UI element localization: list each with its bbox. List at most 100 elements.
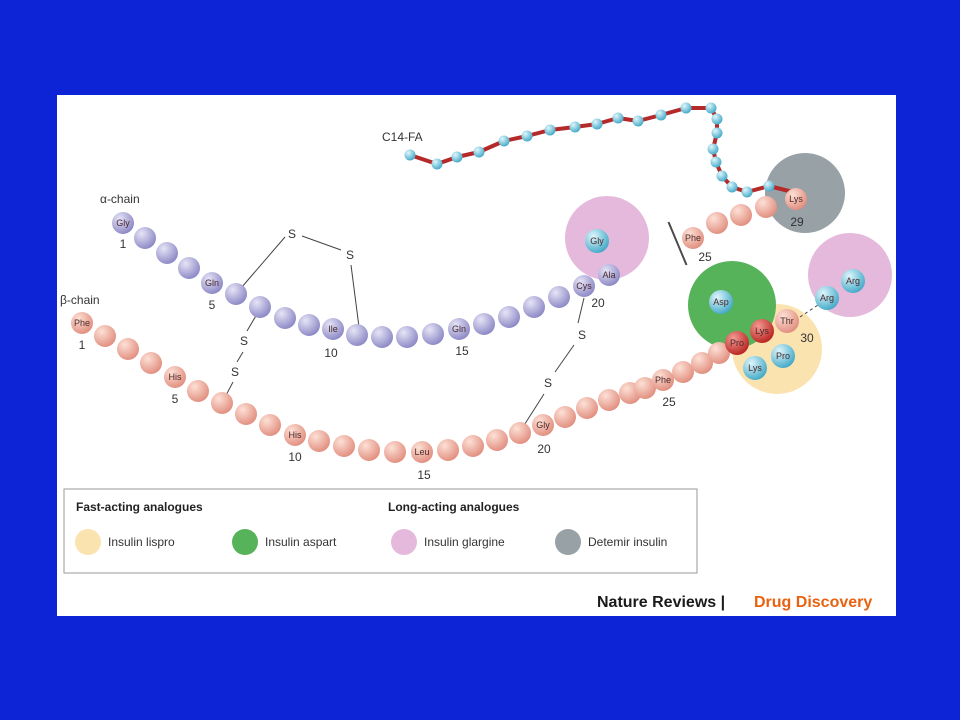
disulfide-s-label: S	[240, 334, 248, 348]
residue-label: Ile	[328, 324, 338, 334]
alpha-bead	[274, 307, 296, 329]
beta-bead	[437, 439, 459, 461]
fatty-acid-bead	[741, 186, 753, 198]
residue-his-b10	[284, 424, 306, 446]
chain-break-marker	[667, 221, 687, 266]
residue-phe-25	[682, 227, 704, 249]
residue-label: Phe	[685, 233, 701, 243]
residue-number: 10	[324, 346, 338, 360]
publisher-credit: Nature Reviews | Drug Discovery	[597, 594, 872, 611]
alpha-chain-label: α-chain	[100, 192, 140, 206]
disulfide-s-label: S	[346, 248, 354, 262]
residue-lys-b29	[750, 319, 774, 343]
residue-gly-glargine	[585, 229, 609, 253]
residue-cys-a20	[573, 275, 595, 297]
beta-bead	[462, 435, 484, 457]
legend-item-aspart: Insulin aspart	[265, 535, 337, 549]
residue-label: Leu	[414, 447, 429, 457]
disulfide-s-label: S	[544, 376, 552, 390]
residue-asp-aspart	[709, 290, 733, 314]
beta-bead	[554, 406, 576, 428]
fatty-acid-bead	[544, 124, 556, 136]
fatty-acid-bead	[711, 113, 723, 125]
credit-publisher: Nature Reviews |	[597, 594, 725, 611]
residue-label: Gly	[536, 420, 550, 430]
residue-label: Cys	[576, 281, 592, 291]
residue-arg-glargine-2	[841, 269, 865, 293]
alpha-bead	[225, 283, 247, 305]
legend-swatch-glargine	[391, 529, 417, 555]
residue-gln-a5	[201, 272, 223, 294]
beta-bead	[672, 361, 694, 383]
residue-label: Gln	[205, 278, 219, 288]
fatty-acid-bead	[404, 149, 416, 161]
beta-c-terminus-analogues: Pro Lys Thr 30 Asp Lys Pro Arg Arg	[709, 269, 865, 380]
alpha-bead	[473, 313, 495, 335]
beta-bead	[235, 403, 257, 425]
residue-number: 20	[591, 296, 605, 310]
alpha-chain: α-chain Gly 1 Gln 5 Ile 10 Gln 15 Cys 20…	[100, 192, 620, 360]
fatty-acid-label: C14-FA	[382, 130, 423, 144]
beta-bead	[333, 435, 355, 457]
alpha-bead	[346, 324, 368, 346]
legend-swatch-detemir	[555, 529, 581, 555]
legend-item-detemir: Detemir insulin	[588, 535, 667, 549]
residue-label: Asp	[713, 297, 729, 307]
residue-number: 30	[800, 331, 814, 345]
legend-item-glargine: Insulin glargine	[424, 535, 505, 549]
beta-bead	[94, 325, 116, 347]
fatty-acid-bead	[705, 102, 717, 114]
residue-number: 25	[698, 250, 712, 264]
figure-panel: S S S S S S C14-FA Phe	[57, 95, 896, 616]
beta-bead	[486, 429, 508, 451]
residue-phe-b1	[71, 312, 93, 334]
fatty-acid-bead	[569, 121, 581, 133]
residue-label: Lys	[789, 194, 803, 204]
residue-label: Ala	[602, 270, 615, 280]
credit-journal: Drug Discovery	[754, 594, 872, 611]
detemir-beta-segment: Phe 25 Lys 29	[682, 188, 807, 264]
fatty-acid-chain: C14-FA	[382, 102, 798, 198]
fatty-acid-bead	[655, 109, 667, 121]
residue-label: Lys	[748, 363, 762, 373]
alpha-bead	[422, 323, 444, 345]
beta-bead	[211, 392, 233, 414]
legend-item-lispro: Insulin lispro	[108, 535, 175, 549]
residue-thr-b30	[775, 309, 799, 333]
residue-label: Gly	[116, 218, 130, 228]
residue-number: 1	[79, 338, 86, 352]
fatty-acid-bead	[707, 143, 719, 155]
residue-gly-a1	[112, 212, 134, 234]
alpha-bead	[178, 257, 200, 279]
residue-gly-b20	[532, 414, 554, 436]
fatty-acid-bead	[521, 130, 533, 142]
alpha-bead	[396, 326, 418, 348]
residue-gln-a15	[448, 318, 470, 340]
residue-lys-lispro	[743, 356, 767, 380]
legend: Fast-acting analogues Long-acting analog…	[63, 488, 698, 574]
residue-number: 10	[288, 450, 302, 464]
fatty-acid-bead	[612, 112, 624, 124]
beta-bead	[691, 352, 713, 374]
residue-number: 15	[417, 468, 431, 482]
beta-bead	[755, 196, 777, 218]
residue-label: Arg	[820, 293, 834, 303]
fatty-acid-bead	[711, 127, 723, 139]
beta-bead	[509, 422, 531, 444]
legend-swatch-lispro	[75, 529, 101, 555]
residue-label: Gln	[452, 324, 466, 334]
fatty-acid-bead	[632, 115, 644, 127]
beta-bead	[259, 414, 281, 436]
fatty-acid-bead	[431, 158, 443, 170]
residue-number: 20	[537, 442, 551, 456]
beta-bead	[576, 397, 598, 419]
residue-ile-a10	[322, 318, 344, 340]
residue-label: His	[289, 430, 302, 440]
fatty-acid-bead	[726, 181, 738, 193]
fatty-acid-bead	[710, 156, 722, 168]
beta-bead	[706, 212, 728, 234]
residue-label: Lys	[755, 326, 769, 336]
legend-swatch-aspart	[232, 529, 258, 555]
residue-number: 5	[172, 392, 179, 406]
beta-bead	[634, 377, 656, 399]
